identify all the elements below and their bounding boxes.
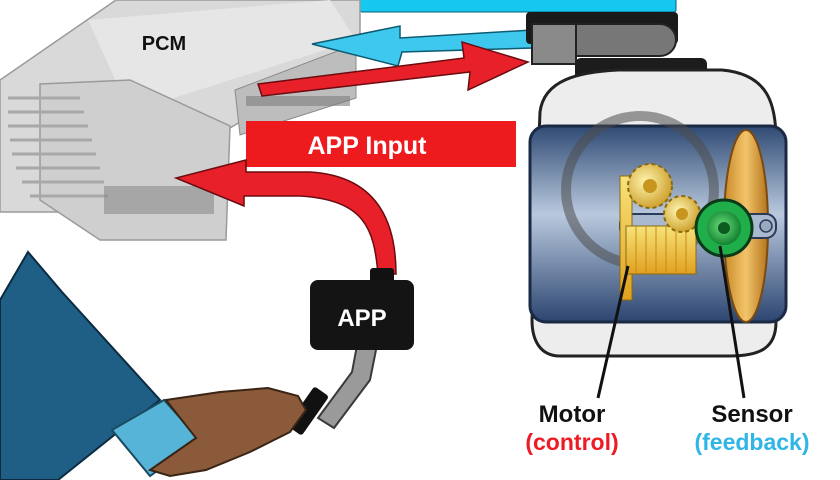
pcm-module-icon: PCM xyxy=(0,0,361,241)
motor-role-label: (control) xyxy=(525,429,618,455)
control-signal-arrow xyxy=(256,40,531,97)
app-input-label: APP Input xyxy=(308,132,428,160)
app-input-banner: APP Input xyxy=(246,121,516,167)
sensor-role-label: (feedback) xyxy=(694,429,809,455)
pedal-position-sensor-icon: APP xyxy=(310,268,414,350)
accelerator-pedal-icon xyxy=(288,339,380,435)
motor-leader-line xyxy=(596,265,630,399)
position-sensor-icon xyxy=(694,198,773,258)
sensor-label: Sensor xyxy=(711,401,792,428)
app-input-arrow xyxy=(173,159,397,275)
motor-gear-icon xyxy=(619,163,701,301)
feedback-arrow xyxy=(311,25,533,67)
motor-label: Motor xyxy=(539,401,606,428)
app-label: APP xyxy=(337,305,386,332)
sensor-leader-line xyxy=(718,245,746,399)
top-banner xyxy=(359,0,677,13)
pcm-label: PCM xyxy=(142,33,186,55)
leg-and-foot xyxy=(0,250,308,480)
throttle-body-icon xyxy=(526,12,788,358)
